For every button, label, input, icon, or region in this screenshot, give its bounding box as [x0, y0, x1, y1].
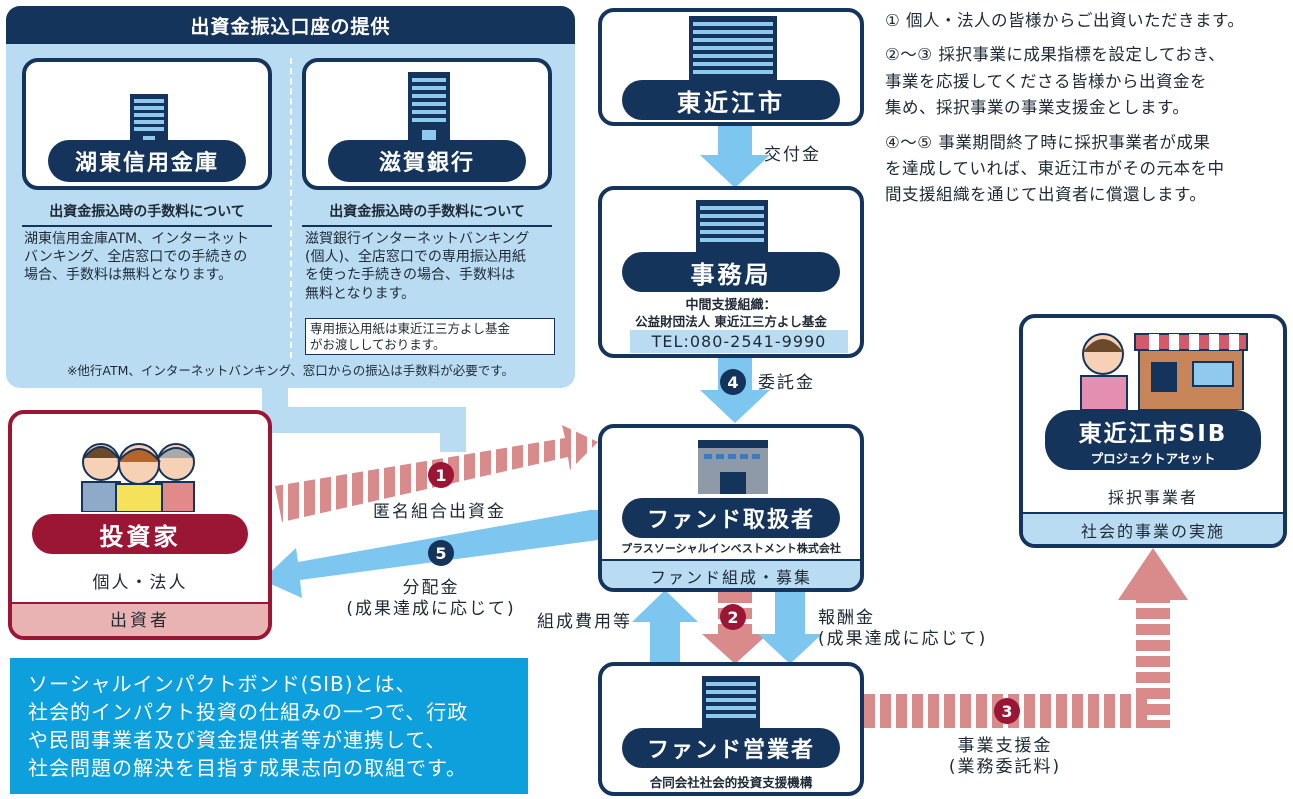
investor-name: 投資家: [32, 514, 248, 554]
grant-label: 交付金: [764, 145, 821, 165]
bank-name-shiga: 滋賀銀行: [328, 140, 526, 182]
support-label: 事業支援金 (業務委託料): [948, 736, 1062, 778]
badge-5: 5: [428, 540, 454, 566]
city-card: 東近江市: [598, 8, 864, 126]
fee-text-shiga: 滋賀銀行インターネットバンキング (個人)、全店窓口での専用振込用紙 を使った手…: [305, 231, 530, 302]
city-hall-icon: [689, 16, 777, 84]
reward-arrow-shaft: [775, 590, 805, 634]
provision-divider: [290, 58, 292, 358]
office-name: 事務局: [622, 252, 840, 292]
down-arrow-head: [702, 634, 768, 664]
fund-handler-name: ファンド取扱者: [622, 498, 840, 538]
office-card: 事務局 中間支援組織： 公益財団法人 東近江三方よし基金 TEL:080-254…: [598, 186, 864, 358]
step-2: ②〜③ 採択事業に成果指標を設定しておき、 事業を応援してくださる皆様から出資金…: [885, 45, 1226, 118]
building-icon: [408, 72, 450, 148]
commission-label: 委託金: [758, 373, 815, 393]
investor-card: 投資家 個人・法人 出資者: [8, 410, 272, 640]
project-role: 社会的事業の実施: [1023, 512, 1283, 544]
fund-operator-company: 合同会社社会的投資支援機構: [649, 775, 813, 790]
project-card: 東近江市SIB プロジェクトアセット 採択事業者 社会的事業の実施: [1019, 314, 1287, 548]
project-sub: プロジェクトアセット: [1090, 451, 1216, 466]
project-pill: 東近江市SIB プロジェクトアセット: [1045, 410, 1261, 470]
fund-operator-card: ファンド営業者 合同会社社会的投資支援機構: [598, 662, 864, 796]
badge-2: 2: [720, 604, 746, 630]
project-name: 東近江市SIB: [1078, 421, 1228, 447]
support-arrow-vertical: [1136, 598, 1170, 728]
fee-text-koto: 湖東信用金庫ATM、インターネット バンキング、全店窓口での手続きの 場合、手数…: [24, 231, 250, 284]
support-arrow-head: [1118, 548, 1188, 600]
provision-title: 出資金振込口座の提供: [190, 15, 391, 38]
office-tel: TEL:080-2541-9990: [630, 330, 848, 353]
office-org-label: 中間支援組織：: [685, 298, 777, 313]
reward-label: 報酬金 (成果達成に応じて): [818, 608, 988, 650]
fund-handler-company: プラスソーシャルインベストメント株式会社: [621, 542, 841, 555]
fund-handler-role: ファンド組成・募集: [602, 559, 860, 588]
grant-arrow-head: [700, 155, 770, 188]
fund-handler-card: ファンド取扱者 プラスソーシャルインベストメント株式会社 ファンド組成・募集: [598, 424, 864, 592]
reward-arrow-head: [758, 634, 822, 664]
step-1: ① 個人・法人の皆様からご出資いただきます。: [885, 11, 1245, 30]
provision-title-bar: 出資金振込口座の提供: [6, 6, 575, 44]
handler-building-icon: [698, 440, 768, 494]
setup-cost-arrow-head: [632, 590, 698, 622]
investment-label: 匿名組合出資金: [373, 502, 506, 522]
investor-role: 出資者: [12, 602, 268, 636]
setup-cost-label: 組成費用等: [537, 612, 632, 632]
provision-footnote: ※他行ATM、インターネットバンキング、窓口からの振込は手数料が必要です。: [66, 363, 515, 378]
project-label: 採択事業者: [1107, 488, 1198, 507]
grant-arrow-shaft: [718, 125, 752, 155]
fund-operator-name: ファンド営業者: [622, 728, 840, 768]
dividend-label: 分配金 (成果達成に応じて): [346, 578, 516, 620]
bank-name-koto: 湖東信用金庫: [48, 140, 246, 182]
fee-heading-koto: 出資金振込時の手数料について: [22, 201, 272, 227]
step-3: ④〜⑤ 事業期間終了時に採択事業者が成果 を達成していれば、東近江市がその元本を…: [885, 132, 1225, 205]
shop-icon: [1080, 333, 1248, 410]
badge-1: 1: [428, 462, 454, 488]
office-org-name: 公益財団法人 東近江三方よし基金: [635, 314, 827, 329]
badge-4: 4: [720, 369, 746, 395]
badge-3: 3: [994, 698, 1020, 724]
operator-building-icon: [702, 676, 760, 730]
office-building-icon: [696, 200, 768, 254]
city-name: 東近江市: [622, 80, 840, 120]
investor-type: 個人・法人: [92, 573, 188, 593]
provision-connector: [262, 385, 466, 452]
bank-card-koto: 湖東信用金庫: [22, 58, 272, 190]
investors-icon: [81, 443, 195, 512]
fee-heading-shiga: 出資金振込時の手数料について: [302, 201, 552, 227]
setup-cost-arrow-shaft: [650, 622, 680, 662]
shiga-note: 専用振込用紙は東近江三方よし基金 がお渡ししております。: [305, 318, 555, 356]
steps-text: ① 個人・法人の皆様からご出資いただきます。 ②〜③ 採択事業に成果指標を設定し…: [885, 8, 1289, 209]
commission-arrow-head: [700, 390, 770, 423]
bank-card-shiga: 滋賀銀行: [302, 58, 552, 190]
sib-description-box: ソーシャルインパクトボンド(SIB)とは、 社会的インパクト投資の仕組みの一つで…: [10, 658, 528, 794]
